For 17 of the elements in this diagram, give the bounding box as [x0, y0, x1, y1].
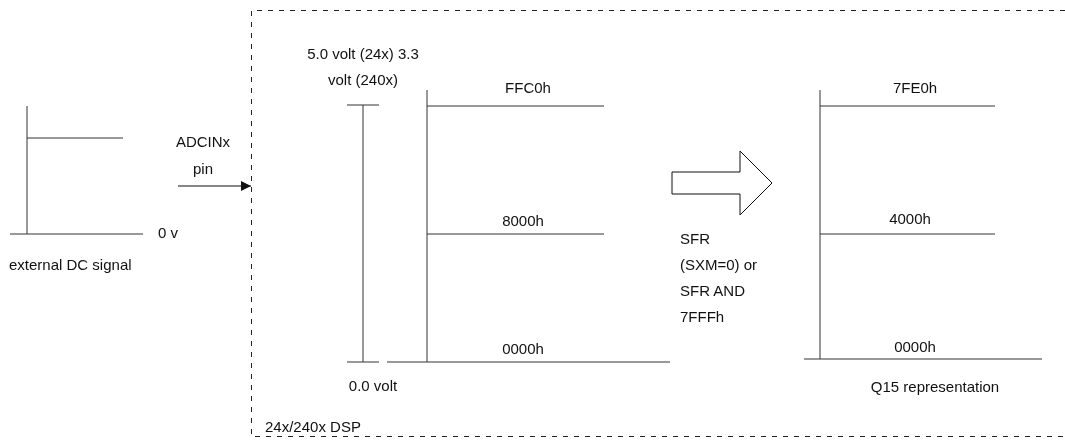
hex-value: 8000h — [502, 212, 544, 229]
hex-value: 0000h — [894, 338, 936, 355]
hex-value: 7FE0h — [892, 79, 938, 96]
caption: Q15 representation — [870, 378, 1000, 395]
edge-label: ADCINx pin — [174, 132, 232, 179]
block-arrow — [671, 150, 773, 216]
voltage-label: 0.0 volt — [348, 377, 398, 394]
dsp-boundary-box — [251, 10, 1065, 437]
voltage-label: 0 v — [158, 224, 178, 241]
hex-value: 0000h — [502, 340, 544, 357]
hex-value: FFC0h — [505, 79, 551, 96]
box-title: 24x/240x DSP — [265, 418, 361, 435]
voltage-range-label: 5.0 volt (24x) 3.3 volt (240x) — [307, 44, 419, 90]
edge-label: SFR (SXM=0) or SFR AND 7FFFh — [680, 229, 759, 327]
arrow — [177, 181, 252, 191]
hex-value: 4000h — [889, 210, 931, 227]
caption: external DC signal — [9, 256, 132, 273]
